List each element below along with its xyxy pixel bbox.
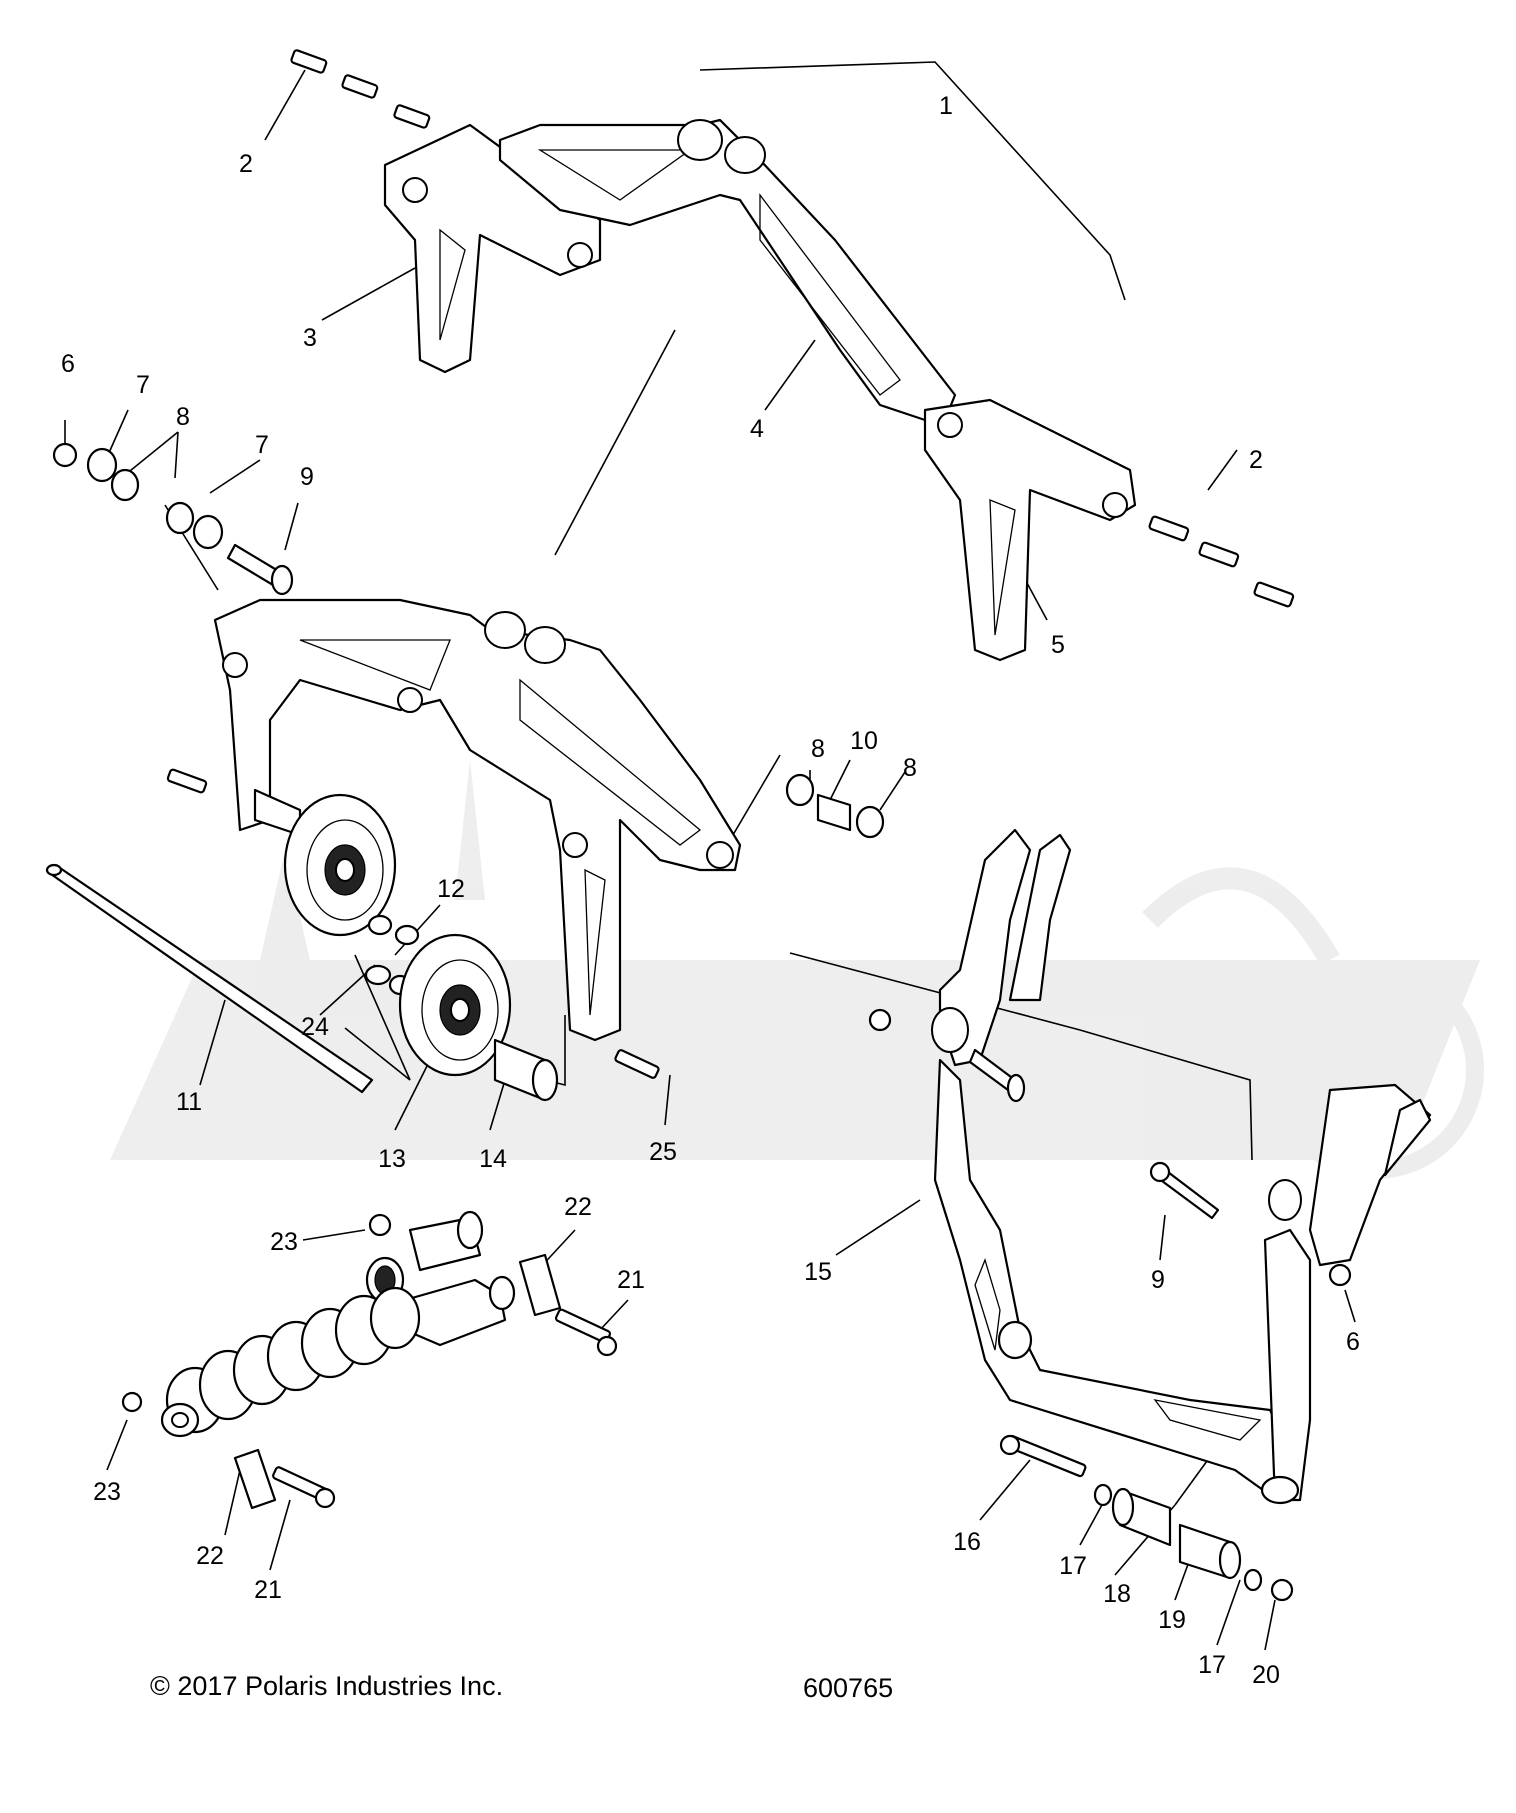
callout-17-right: 17 xyxy=(1198,1651,1226,1679)
callout-8-right: 8 xyxy=(903,754,917,782)
callout-14: 14 xyxy=(479,1145,507,1173)
bushings-8-10 xyxy=(785,773,885,839)
copyright-text: © 2017 Polaris Industries Inc. xyxy=(150,1671,503,1701)
callout-13: 13 xyxy=(378,1145,406,1173)
leader-7b xyxy=(209,459,261,494)
bolts-right xyxy=(1148,515,1295,608)
leader-21a xyxy=(599,1299,629,1331)
leader-11 xyxy=(199,999,226,1086)
leader-25 xyxy=(664,1074,671,1126)
callout-11: 11 xyxy=(176,1088,202,1116)
leader-23a xyxy=(302,1229,366,1241)
callout-4: 4 xyxy=(750,415,764,443)
leader-8c xyxy=(879,771,906,811)
leader-15 xyxy=(835,1199,921,1256)
shock-absorber xyxy=(160,1210,516,1438)
diagram-number: 600765 xyxy=(803,1673,893,1703)
callout-9-top: 9 xyxy=(300,463,314,491)
callout-16: 16 xyxy=(953,1528,981,1556)
callout-7-left: 7 xyxy=(136,371,150,399)
leader-shaft-15 xyxy=(789,952,1081,1031)
hardware-21-22 xyxy=(121,1253,618,1510)
leader-17a xyxy=(1079,1502,1104,1546)
leader-20 xyxy=(1264,1599,1276,1651)
callout-22-top: 22 xyxy=(564,1193,592,1221)
callout-17-left: 17 xyxy=(1059,1552,1087,1580)
callout-10: 10 xyxy=(850,727,878,755)
bolt-axle-left xyxy=(166,768,208,794)
leader-10 xyxy=(829,759,851,801)
callout-23-top: 23 xyxy=(270,1228,298,1256)
callout-8-left: 8 xyxy=(176,403,190,431)
callout-1: 1 xyxy=(939,92,953,120)
callout-6-top: 6 xyxy=(61,350,75,378)
leader-9a xyxy=(284,502,299,551)
callout-15: 15 xyxy=(804,1258,832,1286)
upper-arm-4 xyxy=(498,118,957,422)
hardware-6-9 xyxy=(52,442,294,596)
leader-6b xyxy=(1344,1289,1356,1323)
callout-5: 5 xyxy=(1051,631,1065,659)
leader-7a xyxy=(107,409,129,456)
callout-6-right: 6 xyxy=(1346,1328,1360,1356)
leader-21b xyxy=(269,1499,291,1571)
leader-9b xyxy=(1159,1214,1166,1261)
leader-4 xyxy=(764,339,816,411)
leader-8a-2 xyxy=(174,431,179,479)
callout-21-bottom: 21 xyxy=(254,1576,282,1604)
callout-3: 3 xyxy=(303,324,317,352)
callout-8-mid: 8 xyxy=(811,735,825,763)
callout-20: 20 xyxy=(1252,1661,1280,1689)
leader-22b xyxy=(224,1469,241,1536)
shock-spring xyxy=(165,1286,421,1434)
callout-9-right: 9 xyxy=(1151,1266,1165,1294)
callout-19: 19 xyxy=(1158,1606,1186,1634)
leader-8a xyxy=(124,431,179,476)
callout-24: 24 xyxy=(301,1013,329,1041)
bracket-5 xyxy=(923,398,1137,662)
leader-2-top xyxy=(264,69,306,141)
callout-7-mid: 7 xyxy=(255,431,269,459)
lower-rail-frame xyxy=(213,598,742,1042)
leader-3 xyxy=(321,267,416,321)
leader-15-right xyxy=(1079,1029,1253,1161)
callout-2-right: 2 xyxy=(1249,446,1263,474)
callout-18: 18 xyxy=(1103,1580,1131,1608)
callout-25: 25 xyxy=(649,1138,677,1166)
callout-2-top: 2 xyxy=(239,150,253,178)
callout-23-bottom: 23 xyxy=(93,1478,121,1506)
hardware-16-20 xyxy=(999,1434,1294,1602)
shaft-11 xyxy=(45,863,374,1094)
leader-24-bracket xyxy=(344,954,411,1081)
idler-wheel-lower xyxy=(364,933,660,1102)
callouts: 1 2 3 4 2 5 6 7 8 7 9 8 10 8 12 24 11 13… xyxy=(61,92,1360,1689)
leader-23b xyxy=(106,1419,128,1471)
callout-12: 12 xyxy=(437,875,465,903)
leader-17b xyxy=(1216,1579,1241,1646)
leader-13 xyxy=(394,1059,431,1131)
leader-16 xyxy=(979,1459,1031,1521)
rear-arm-15 xyxy=(868,828,1432,1505)
center-line xyxy=(554,329,676,556)
callout-21-top: 21 xyxy=(617,1266,645,1294)
callout-22-bottom: 22 xyxy=(196,1542,224,1570)
bolts-top-left xyxy=(290,49,431,129)
leader-1 xyxy=(699,61,1126,301)
idler-wheel-upper xyxy=(253,788,420,946)
leader-2-right xyxy=(1207,449,1238,491)
leader-bushing-right xyxy=(729,754,781,841)
